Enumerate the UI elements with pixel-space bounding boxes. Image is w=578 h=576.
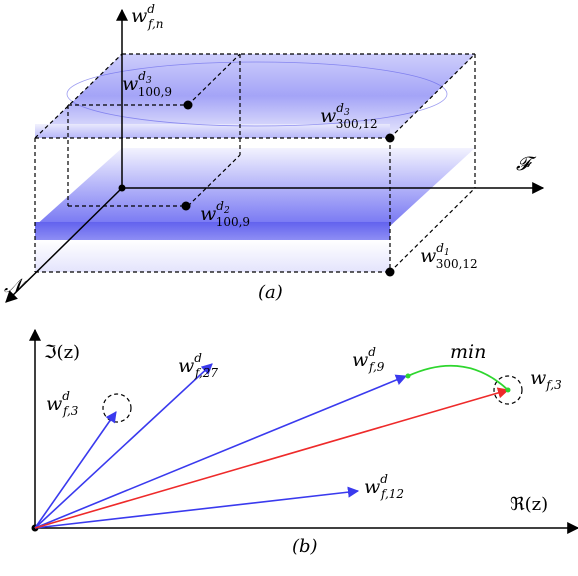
label-target: wf,3	[530, 367, 562, 392]
dashed-circle-target	[493, 375, 523, 405]
bottom-plane	[35, 148, 475, 226]
min-arc-start	[405, 373, 411, 379]
bottom-plane-front	[35, 222, 390, 240]
point-w300-12-d3	[385, 133, 395, 143]
point-w300-12-d1	[385, 267, 395, 277]
axis-n	[5, 187, 123, 303]
min-arc	[407, 364, 509, 391]
caption-b: (b)	[292, 536, 318, 557]
dashed-box	[34, 53, 476, 273]
dashed-circle-v3	[102, 393, 132, 423]
caption-a: (a)	[258, 282, 283, 303]
top-plane-front	[35, 124, 390, 138]
axis-f-label: 𝓕	[516, 153, 537, 175]
vector-wf3	[34, 411, 117, 529]
vector-wf27	[34, 363, 213, 529]
bottom-band	[35, 240, 390, 272]
label-min: min	[450, 341, 486, 363]
top-plane-ellipse	[66, 61, 448, 127]
vector-wf12	[34, 486, 360, 529]
top-plane	[35, 54, 475, 138]
min-arc-end	[505, 387, 511, 393]
vector-target	[34, 387, 510, 529]
axis-imag-label: ℑ(z)	[44, 342, 80, 363]
axis-n-label: 𝒩	[4, 275, 28, 297]
point-w100-9-d2	[181, 201, 191, 211]
point-w100-9-d3	[183, 100, 193, 110]
axis-real-label: ℜ(z)	[510, 494, 548, 515]
vector-wf9	[34, 374, 408, 529]
point-origin-a	[118, 184, 126, 192]
